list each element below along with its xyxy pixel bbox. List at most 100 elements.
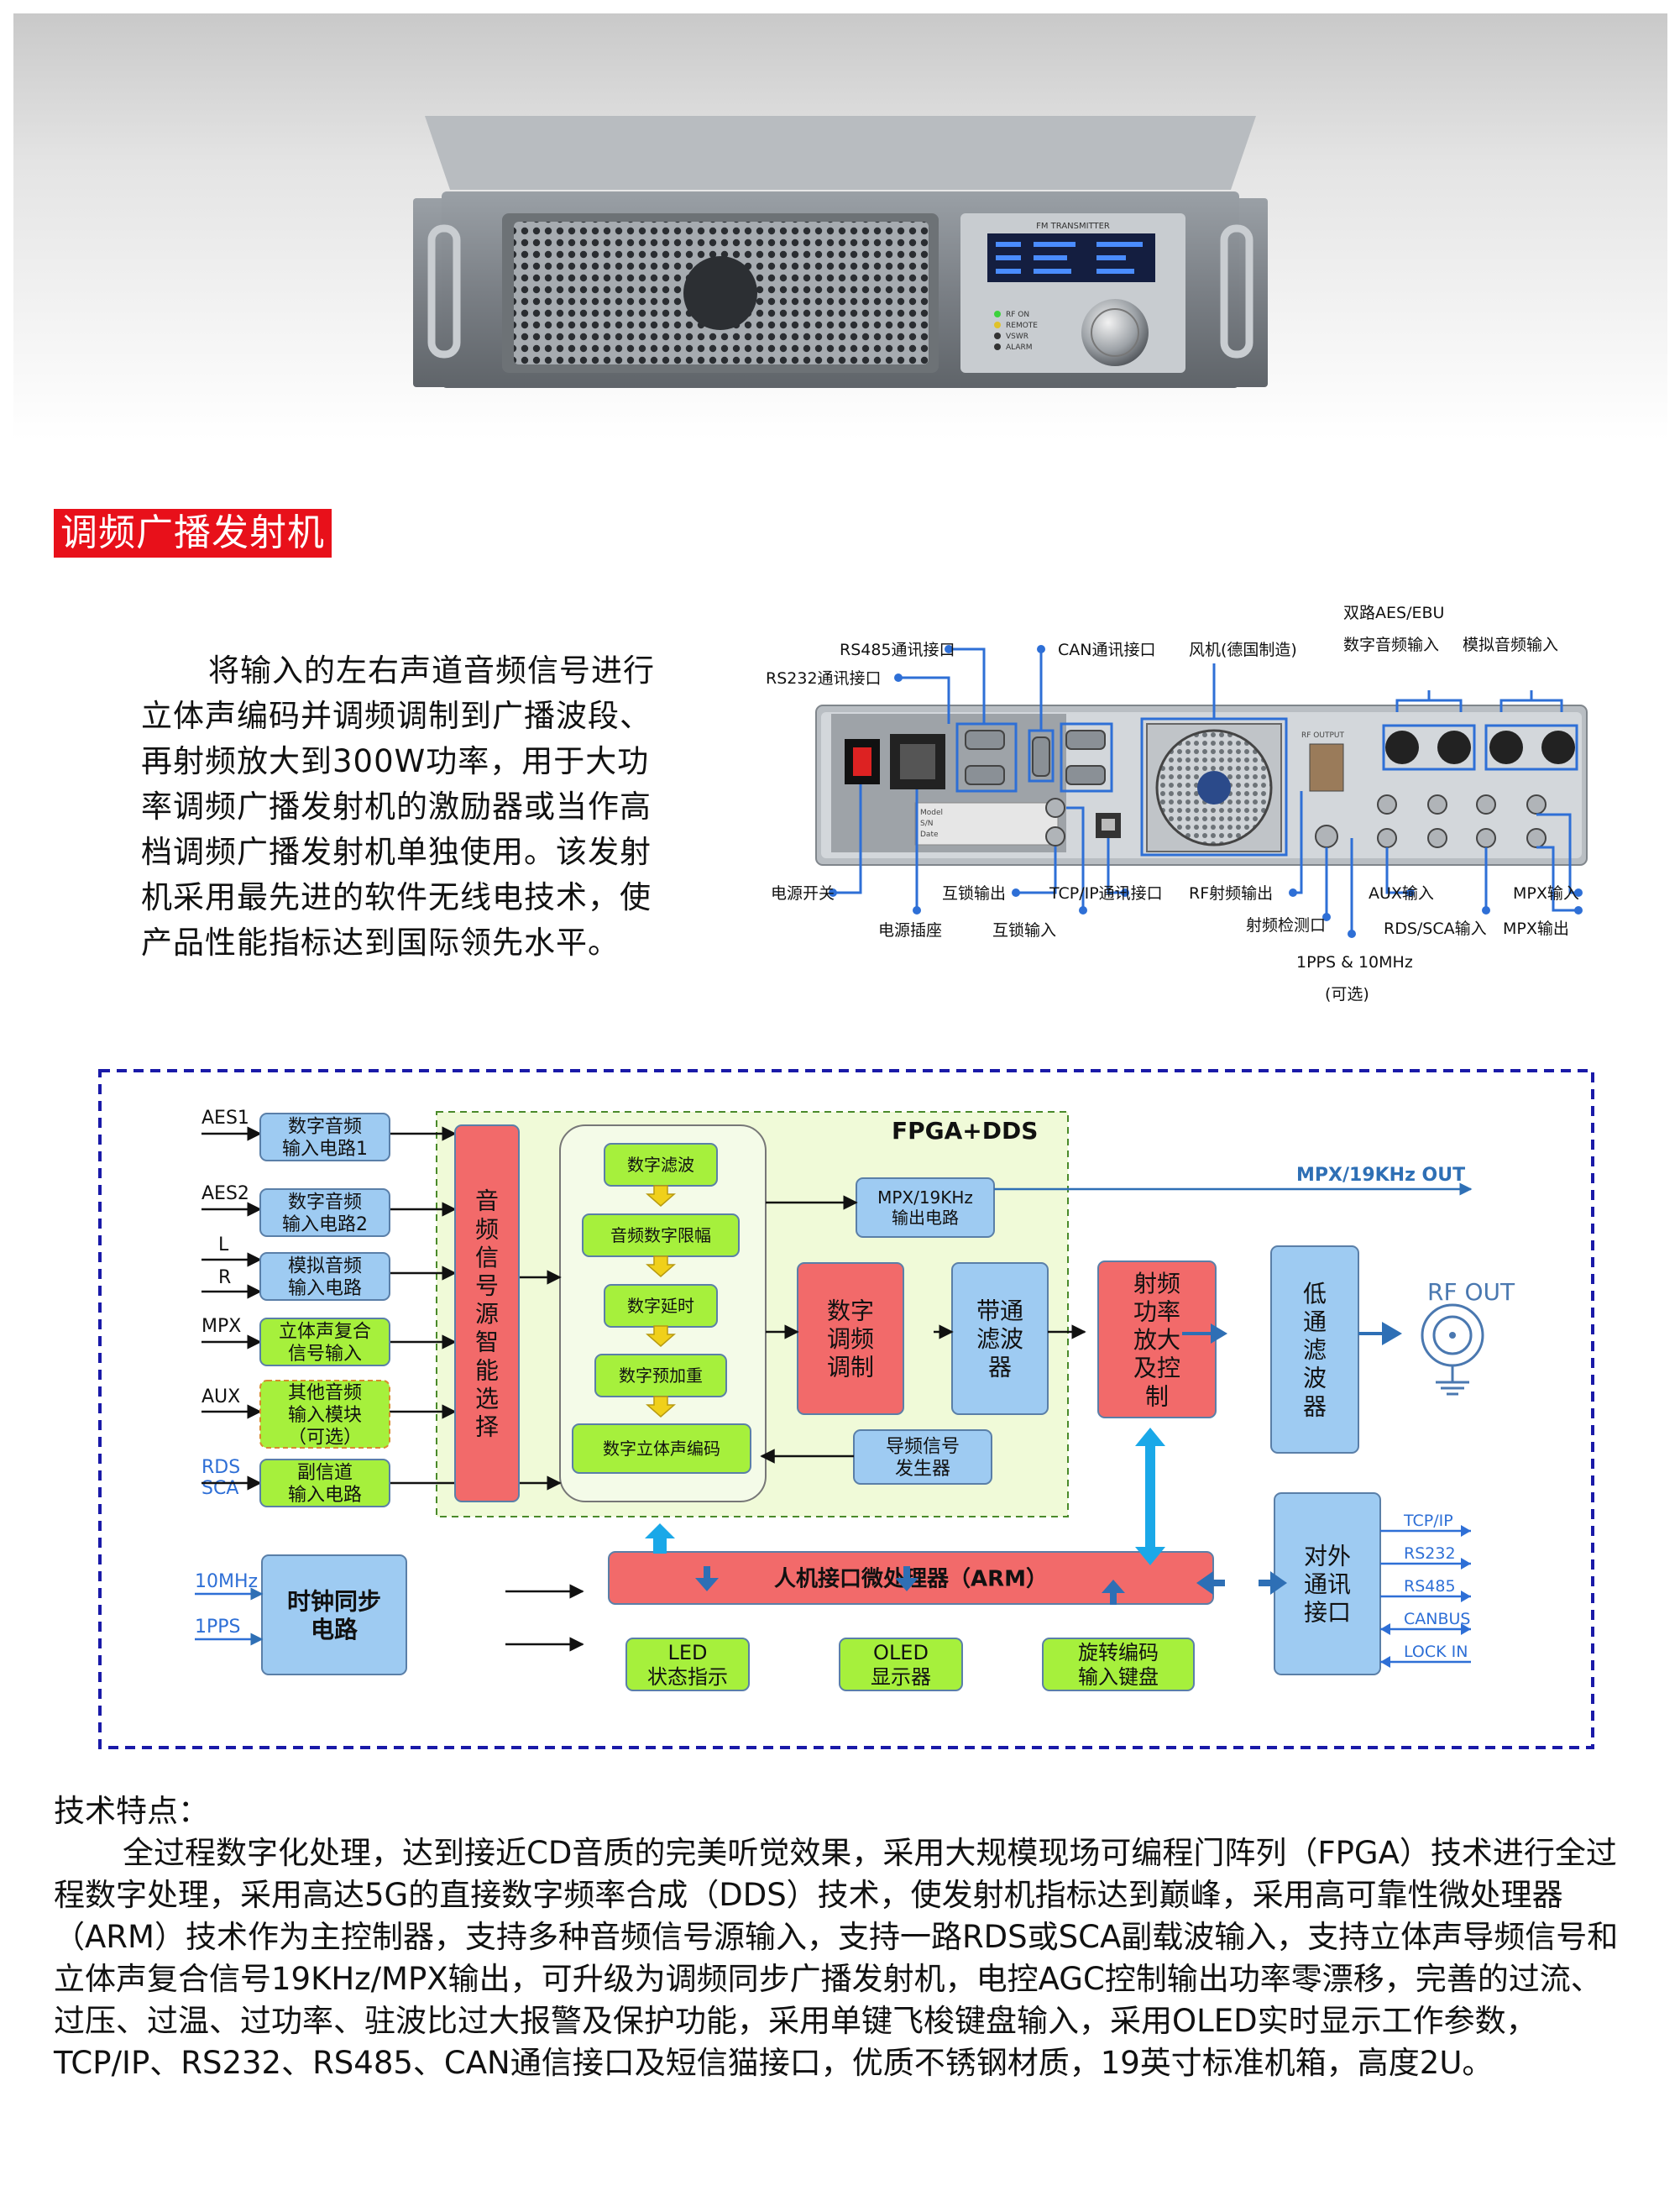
input-label: MPX: [201, 1316, 241, 1337]
product-title: 调频广播发射机: [54, 509, 332, 558]
fan-hub: [683, 256, 757, 330]
label-rf-detect: 射频检测口: [1246, 916, 1326, 935]
block-text: 数字音频: [288, 1117, 362, 1138]
label-rds-in: RDS/SCA输入: [1384, 920, 1487, 938]
block-delay: 数字延时: [604, 1284, 718, 1328]
block-text: 频: [475, 1215, 499, 1243]
label-optional: (可选): [1325, 985, 1369, 1004]
block-text: 音: [475, 1187, 499, 1215]
features-heading: 技术特点：: [54, 1793, 209, 1829]
label-rs232: RS232通讯接口: [766, 669, 882, 688]
comm-port-arrow: [1461, 1525, 1471, 1537]
block-diagram: FPGA+DDS AES1 AES2 L R MPX AUX RDS SCA 数…: [98, 1069, 1594, 1749]
db9-connectors: [965, 730, 1106, 785]
mpx-out-label: MPX/19KHz OUT: [1296, 1165, 1465, 1186]
block-text: 射频: [1133, 1270, 1180, 1297]
label-mpx-in: MPX输入: [1513, 884, 1579, 903]
intro-paragraph: 将输入的左右声道音频信号进行立体声编码并调频调制到广播波段、再射频放大到300W…: [141, 653, 655, 961]
rear-panel-diagram: Model S/N Date RF OUTPUT: [766, 604, 1588, 1004]
rf-out-label: RF OUT: [1427, 1278, 1515, 1306]
block-text: OLED: [873, 1641, 929, 1664]
block-text: LED: [667, 1641, 707, 1664]
fpga-label: FPGA+DDS: [892, 1117, 1038, 1145]
block-text: 对外: [1304, 1542, 1351, 1570]
block-text: （可选）: [288, 1427, 362, 1448]
indicator-label: REMOTE: [1006, 322, 1038, 330]
block-text: 输入键盘: [1078, 1665, 1159, 1689]
block-preemph: 数字预加重: [594, 1354, 727, 1397]
label-can: CAN通讯接口: [1058, 641, 1155, 659]
block-text: 输出电路: [892, 1208, 959, 1228]
comm-port-label: CANBUS: [1404, 1610, 1470, 1628]
block-stereo-enc: 数字立体声编码: [572, 1423, 751, 1474]
block-text: 模拟音频: [288, 1256, 362, 1277]
input-label: R: [218, 1267, 231, 1288]
block-text: 源: [475, 1300, 499, 1328]
label-pps: 1PPS & 10MHz: [1296, 953, 1413, 972]
bnc-lock: [1045, 798, 1065, 846]
oled-text: [996, 242, 1143, 274]
block-text: 输入电路1: [282, 1139, 368, 1160]
clock-input-label: 1PPS: [195, 1617, 241, 1638]
block-text: 音频数字限幅: [610, 1225, 711, 1245]
block-text: 其他音频: [288, 1383, 362, 1404]
rf-output-connector: [1309, 743, 1344, 792]
features-body: 全过程数字化处理，达到接近CD音质的完美听觉效果，采用大规模现场可编程门阵列（F…: [54, 1835, 1619, 2081]
block-text: 调制: [827, 1354, 874, 1381]
block-text: 选: [475, 1385, 499, 1412]
cyan-arrows: [645, 1428, 1165, 1565]
comm-port-arrow: [1380, 1656, 1390, 1668]
block-filter: 数字滤波: [604, 1143, 718, 1187]
block-text: 输入电路: [288, 1485, 362, 1506]
input-label: AUX: [201, 1386, 240, 1407]
plate-label: Date: [920, 831, 939, 839]
label-power-socket: 电源插座: [878, 921, 942, 940]
rf-out-symbol: [1421, 1303, 1484, 1396]
block-text: 数字音频: [288, 1192, 362, 1213]
block-text: 导频信号: [886, 1437, 960, 1458]
label-aux-in: AUX输入: [1369, 884, 1434, 903]
block-text: 智: [475, 1329, 499, 1356]
block-text: 通讯: [1304, 1570, 1351, 1598]
block-text: 功率: [1133, 1297, 1180, 1325]
comm-port-arrow: [1380, 1623, 1471, 1635]
block-text: 调频: [827, 1325, 874, 1353]
block-text: 器: [988, 1354, 1012, 1381]
clock-input-label: 10MHz: [195, 1571, 258, 1592]
plate-label: S/N: [920, 820, 933, 828]
input-label: AES2: [201, 1183, 249, 1204]
label-rf-out: RF射频输出: [1189, 884, 1273, 903]
diagram-border: [98, 1069, 1594, 1749]
input-arrows: [201, 1126, 562, 1491]
handle-right: [1220, 224, 1253, 359]
label-power-switch: 电源开关: [771, 884, 835, 903]
intro-text: 将输入的左右声道音频信号进行立体声编码并调频调制到广播波段、再射频放大到300W…: [141, 648, 678, 966]
block-text: 信号输入: [288, 1344, 362, 1365]
block-text: 波: [1303, 1365, 1327, 1392]
bnc-connectors: [1377, 794, 1547, 848]
label-mpx-out: MPX输出: [1503, 920, 1569, 938]
comm-port-arrow: [1461, 1558, 1471, 1570]
plate-label: Model: [920, 809, 943, 817]
block-text: 滤波: [976, 1325, 1023, 1353]
block-text: 数字立体声编码: [603, 1439, 720, 1459]
diagram-blocks: 数字音频输入电路1数字音频输入电路2模拟音频输入电路立体声复合信号输入其他音频输…: [259, 1113, 1381, 1691]
product-photo: FM TRANSMITTER RF ON REMOTE VSWR ALARM: [13, 13, 1667, 440]
status-indicators: RF ON REMOTE VSWR ALARM: [994, 311, 1038, 352]
block-text: 器: [1303, 1392, 1327, 1420]
input-label: RDS: [201, 1457, 240, 1478]
block-limiter: 音频数字限幅: [582, 1213, 740, 1257]
led-remote: [994, 322, 1001, 328]
block-text: 立体声复合: [279, 1322, 371, 1343]
block-text: 旋转编码: [1078, 1641, 1159, 1664]
block-text: MPX/19KHz: [877, 1187, 973, 1208]
flow-arrows: [505, 1182, 1473, 1652]
